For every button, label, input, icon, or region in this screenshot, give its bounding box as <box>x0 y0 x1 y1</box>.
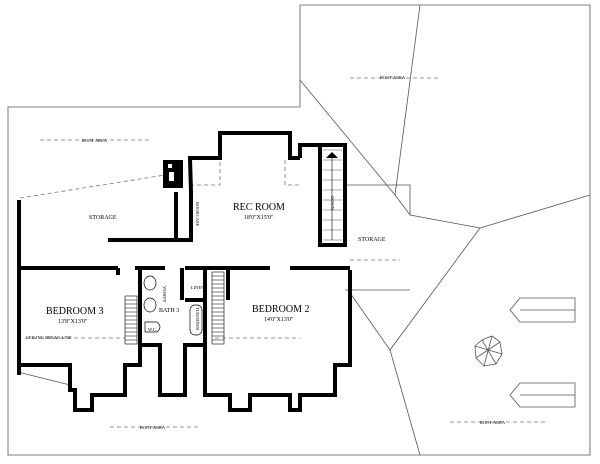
linen-label: LINEN <box>191 285 205 290</box>
roof-area-label-bottom-left: ROOF AREA <box>140 425 166 430</box>
bedroom-2-label: BEDROOM 2 <box>252 304 310 315</box>
rec-room-size: 18'0"X15'0" <box>244 215 274 221</box>
tub-shower-label: TUB/SHWR <box>195 307 200 331</box>
bedroom-3-label: BEDROOM 3 <box>46 306 104 317</box>
bath-3-label: BATH 3 <box>159 308 180 314</box>
bookcase-label: BOOKCASE <box>195 202 200 227</box>
roof-area-label-left: ROOF AREA <box>82 138 108 143</box>
storage-right-label: STORAGE <box>358 237 386 243</box>
storage-left-label: STORAGE <box>89 215 117 221</box>
closet-shelves <box>124 149 342 345</box>
roof-outline <box>7 4 591 456</box>
vanity-label: VANITY <box>162 286 167 303</box>
stair-down-label: DOWN <box>330 196 335 210</box>
rec-room-label: REC ROOM <box>233 202 285 213</box>
ceiling-break-line-label: CEILING BREAK LINE <box>26 335 72 340</box>
bedroom-2-size: 14'0"X13'0" <box>264 317 294 323</box>
wc-label: W.C. <box>148 327 158 332</box>
walls <box>17 131 352 412</box>
ceiling-lines <box>19 77 545 428</box>
roof-area-label-bottom-right: ROOF AREA <box>480 420 506 425</box>
roof-area-label-top-right: ROOF AREA <box>380 75 406 80</box>
roof-vents <box>474 297 576 408</box>
bedroom-3-size: 13'8"X13'0" <box>58 319 88 325</box>
